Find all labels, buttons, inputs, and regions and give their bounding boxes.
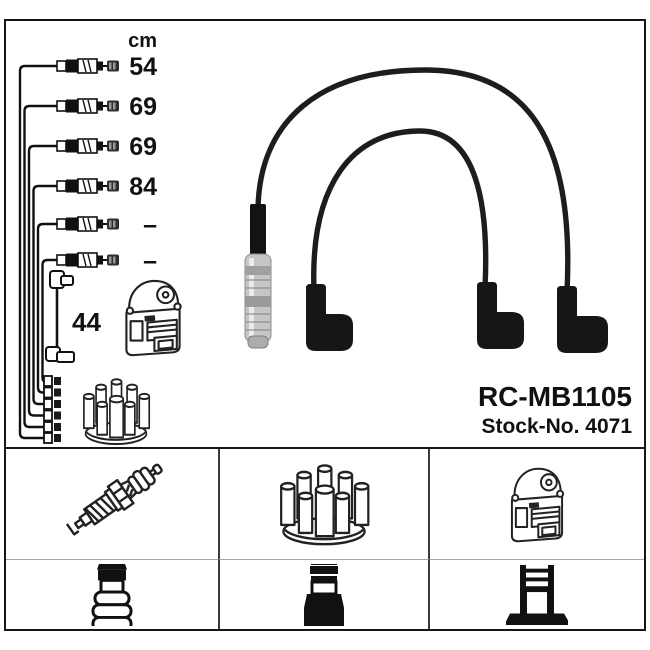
- distributor-cap-drawing: [82, 378, 151, 446]
- angled-boot-connector: [477, 282, 524, 349]
- legend-cell-coil-terminal: [430, 559, 644, 629]
- angled-boot-connector: [306, 284, 353, 351]
- coil-wire-length: 44: [72, 307, 101, 337]
- stock-number: Stock-No. 4071: [481, 415, 632, 438]
- component-legend-grid: [6, 447, 644, 629]
- cable-length: 69: [129, 93, 157, 121]
- cable-row-3: 69: [27, 133, 157, 422]
- legend-cell-ignition-coil: [430, 449, 644, 559]
- coil-wire: 44: [45, 270, 101, 363]
- ignition-coil-drawing: [125, 279, 182, 357]
- cable-length: –: [143, 247, 157, 275]
- cable-row-6: –: [41, 247, 157, 387]
- ignition-coil-icon: [510, 467, 565, 543]
- distributor-cap-icon: [279, 464, 370, 546]
- part-number: RC-MB1105: [477, 381, 632, 412]
- cable-length: 54: [129, 53, 157, 81]
- coil-terminal-connector-icon: [506, 564, 568, 625]
- cable-length: 69: [129, 133, 157, 161]
- plug-boot-connector-icon: [304, 563, 344, 626]
- cable-length: –: [143, 211, 157, 239]
- spark-plug-icon: [61, 454, 170, 543]
- cable-row-5: –: [36, 211, 157, 399]
- legend-cell-spark-plug: [6, 449, 218, 559]
- kit-diagram: cm 54 69 69 84 – – 44: [18, 30, 608, 446]
- cable-row-2: 69: [23, 93, 157, 433]
- cable-row-1: 54: [18, 53, 157, 444]
- plug-terminal-connector-icon: [91, 563, 133, 626]
- legend-cell-distributor-cap: [218, 449, 430, 559]
- cable-photo: [244, 67, 608, 353]
- legend-cell-plug-terminal: [6, 559, 218, 629]
- unit-label: cm: [128, 30, 157, 52]
- cable-length: 84: [129, 173, 157, 201]
- angled-boot-connector: [557, 286, 608, 353]
- straight-metal-connector: [244, 204, 272, 349]
- cable-row-4: 84: [32, 173, 157, 410]
- legend-cell-plug-boot: [218, 559, 430, 629]
